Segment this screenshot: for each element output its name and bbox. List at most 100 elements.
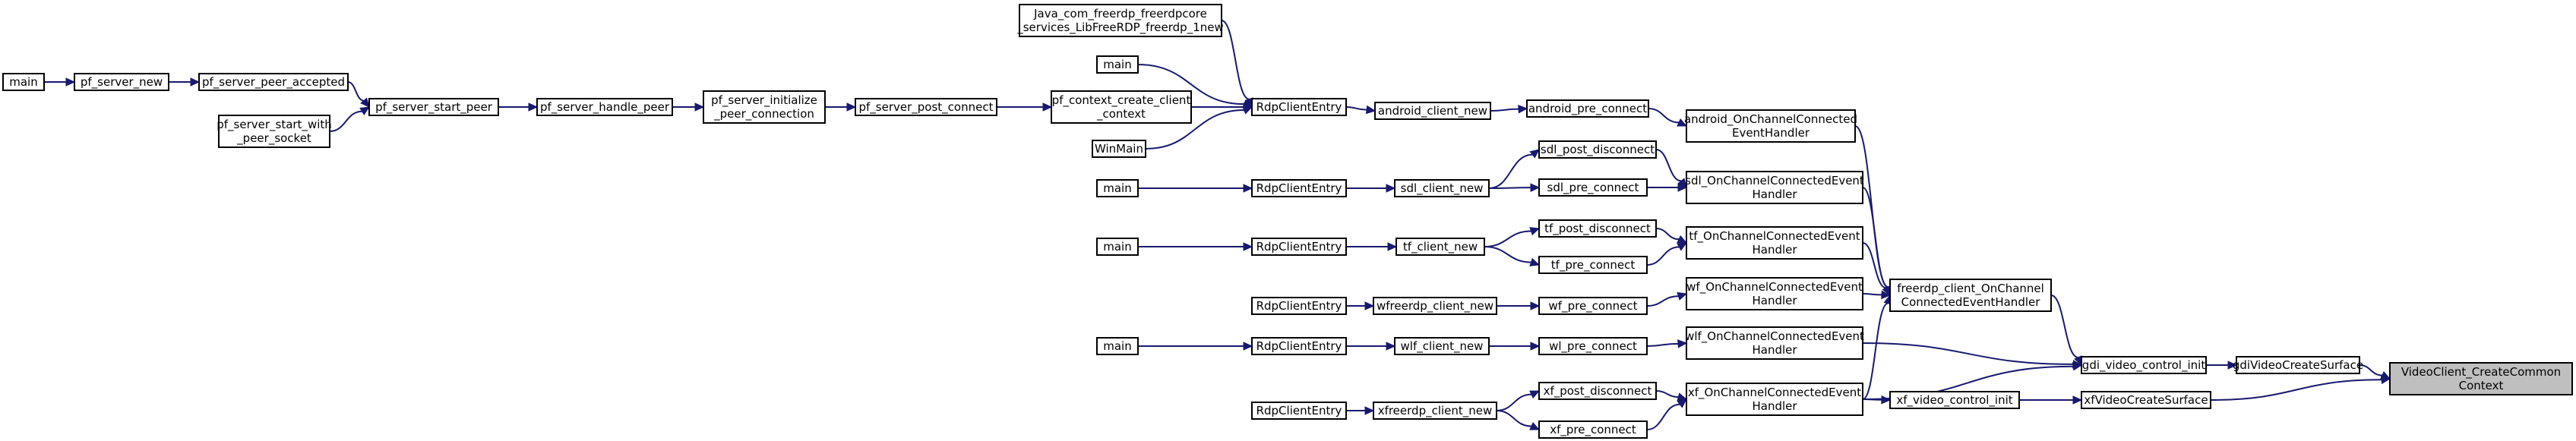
arrowhead-icon [1677,398,1687,408]
node-wlf-client-new[interactable]: wlf_client_new [1394,337,1490,355]
node-main-2[interactable]: main [1096,55,1139,74]
node-rdpcliententry-6[interactable]: RdpClientEntry [1251,402,1347,420]
arrowhead-icon [2072,395,2083,405]
node-pf-server-handle-peer[interactable]: pf_server_handle_peer [536,98,673,116]
node-wl-pre-connect[interactable]: wl_pre_connect [1538,337,1648,355]
node-box [1538,382,1657,400]
node-xf-post-disconnect[interactable]: xf_post_disconnect [1538,382,1657,400]
node-tf-post-disconnect[interactable]: tf_post_disconnect [1538,219,1657,238]
node-box [1251,179,1347,197]
edge-jni-freerdp-new-to-rdpcliententry-1 [1221,20,1253,109]
node-label: _peer_connection [713,107,814,121]
node-box [1538,256,1648,274]
node-label: pf_server_start_with [217,118,332,132]
edge-android-onchannelconnectedeventhandler-to-freerdp-client-onchannelconnectedeventhandler [1854,125,1893,297]
node-main-5[interactable]: main [1096,337,1139,355]
edge-wlf-client-new-to-wl-pre-connect [1489,342,1541,351]
node-label: RdpClientEntry [1256,181,1342,195]
edge-pf-server-start-peer-to-pf-server-handle-peer [498,102,539,112]
node-label: pf_server_peer_accepted [202,75,345,90]
arrowhead-icon [1529,422,1541,430]
edge-pf-server-peer-accepted-to-pf-server-start-peer [347,81,370,108]
node-xfvideocreatesurface[interactable]: xfVideoCreateSurface [2081,391,2211,409]
node-xf-video-control-init[interactable]: xf_video_control_init [1889,391,2020,409]
node-tf-client-new[interactable]: tf_client_new [1395,238,1485,256]
node-label: sdl_client_new [1401,181,1484,196]
node-box [1686,277,1863,310]
node-pf-server-post-connect[interactable]: pf_server_post_connect [855,98,997,116]
nodes-layer: main pf_server_new pf_server_peer_accepted… [2,4,2573,439]
edge-line [1854,125,1889,288]
arrowhead-icon [1243,242,1253,251]
node-jni-freerdp-new[interactable]: Java_com_freerdp_freerdpcore_services_Li… [1016,4,1224,37]
node-label: RdpClientEntry [1256,339,1342,353]
node-label: pf_server_post_connect [859,100,994,115]
node-label: Handler [1752,187,1797,201]
node-sdl-pre-connect[interactable]: sdl_pre_connect [1538,178,1648,197]
node-gdivideocreatesurface[interactable]: gdiVideoCreateSurface [2233,356,2363,374]
node-box [1394,179,1490,197]
node-main-1[interactable]: main [2,73,45,91]
edge-rdpcliententry-3-to-tf-client-new [1345,242,1398,251]
node-wf-pre-connect[interactable]: wf_pre_connect [1538,297,1648,315]
node-xfreerdp-client-new[interactable]: xfreerdp_client_new [1373,402,1497,420]
node-rdpcliententry-5[interactable]: RdpClientEntry [1251,337,1347,355]
arrowhead-icon [1386,342,1396,351]
node-pf-server-new[interactable]: pf_server_new [74,73,169,91]
node-main-4[interactable]: main [1096,238,1139,256]
node-rdpcliententry-4[interactable]: RdpClientEntry [1251,297,1347,315]
node-label: pf_server_initialize [711,93,817,108]
node-freerdp-client-onchannelconnectedeventhandler[interactable]: freerdp_client_OnChannelConnectedEventHa… [1889,279,2052,312]
edge-main-3-to-rdpcliententry-2 [1138,184,1253,193]
node-box [368,98,499,116]
edge-pf-server-initialize-peer-connection-to-pf-server-post-connect [824,102,857,112]
node-box [1538,178,1648,197]
node-android-client-new[interactable]: android_client_new [1374,102,1491,120]
node-xf-pre-connect[interactable]: xf_pre_connect [1538,421,1648,439]
node-label: Handler [1752,243,1797,257]
edge-line [2050,295,2078,358]
edge-main-4-to-rdpcliententry-3 [1137,242,1253,251]
edge-line [1496,410,1531,427]
node-box [1686,383,1863,416]
node-sdl-post-disconnect[interactable]: sdl_post_disconnect [1538,140,1657,159]
node-pf-server-initialize-peer-connection[interactable]: pf_server_initialize_peer_connection [703,90,826,124]
node-box [1889,391,2020,409]
edge-xfreerdp-client-new-to-xf-post-disconnect [1496,390,1541,411]
arrowhead-icon [360,97,370,108]
node-pf-server-start-with-peer-socket[interactable]: pf_server_start_with_peer_socket [217,115,332,148]
arrowhead-icon [1365,105,1377,115]
node-label: main [1103,240,1131,254]
node-sdl-client-new[interactable]: sdl_client_new [1394,179,1490,197]
edge-xfvideocreatesurface-to-videoclient-createcommoncontext [2210,375,2391,401]
edge-sdl-post-disconnect-to-sdl-onchannelconnectedeventhandler [1655,149,1687,188]
edge-main-1-to-pf-server-new [43,77,76,87]
node-pf-server-start-peer[interactable]: pf_server_start_peer [368,98,499,116]
node-tf-pre-connect[interactable]: tf_pre_connect [1538,256,1648,274]
node-rdpcliententry-3[interactable]: RdpClientEntry [1251,238,1347,256]
arrowhead-icon [1881,290,1892,300]
edge-line [347,81,365,102]
node-pf-context-create-client-context[interactable]: pf_context_create_client_context [1051,90,1192,124]
edge-line [1646,246,1680,266]
edge-pf-server-new-to-pf-server-peer-accepted [168,77,201,87]
node-label: pf_server_new [81,75,163,90]
node-gdi-video-control-init[interactable]: gdi_video_control_init [2081,356,2207,374]
edge-tf-post-disconnect-to-tf-onchannelconnectedeventhandler [1655,228,1688,244]
node-wfreerdp-client-new[interactable]: wfreerdp_client_new [1373,297,1497,315]
node-winmain[interactable]: WinMain [1092,140,1146,158]
node-box [2389,362,2573,395]
node-label: sdl_post_disconnect [1541,143,1655,157]
node-main-3[interactable]: main [1096,179,1139,197]
node-pf-server-peer-accepted[interactable]: pf_server_peer_accepted [198,73,349,91]
node-android-pre-connect[interactable]: android_pre_connect [1526,99,1649,118]
node-rdpcliententry-2[interactable]: RdpClientEntry [1251,179,1347,197]
node-rdpcliententry-1[interactable]: RdpClientEntry [1251,98,1347,116]
edge-line [1646,295,1679,307]
